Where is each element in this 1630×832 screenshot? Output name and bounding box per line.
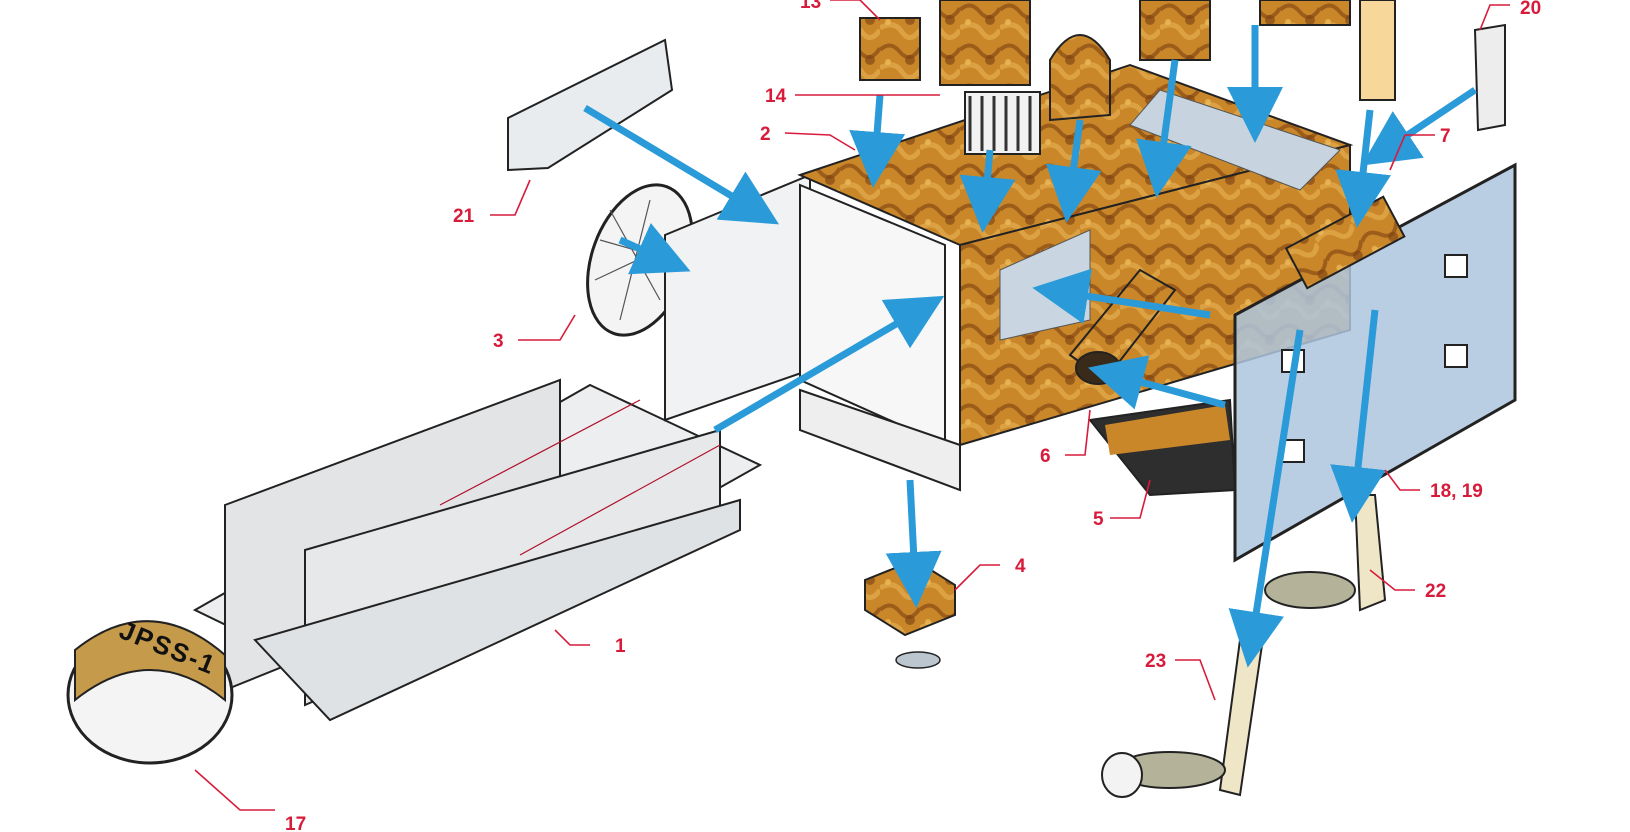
part-23-boom bbox=[1101, 638, 1264, 798]
callout-17: 17 bbox=[285, 814, 306, 832]
callout-3: 3 bbox=[493, 331, 504, 352]
callout-13: 13 bbox=[800, 0, 821, 13]
part-22-boom bbox=[1264, 494, 1387, 612]
callout-labels: 1 2 3 4 5 6 7 13 14 17 18, 19 20 21 22 2… bbox=[285, 0, 1541, 832]
top-instruments bbox=[859, 0, 1396, 155]
callout-23: 23 bbox=[1145, 651, 1166, 672]
callout-21: 21 bbox=[453, 206, 475, 227]
callout-7: 7 bbox=[1440, 126, 1451, 147]
callout-20: 20 bbox=[1520, 0, 1541, 19]
part-1-fin-assembly bbox=[192, 378, 763, 722]
part-17-ring: JPSS-1 bbox=[66, 615, 234, 765]
callout-1: 1 bbox=[615, 636, 626, 657]
callout-4: 4 bbox=[1015, 556, 1026, 577]
callout-leaders bbox=[194, 0, 1510, 811]
callout-22: 22 bbox=[1425, 581, 1446, 602]
callout-14: 14 bbox=[765, 86, 787, 107]
part-21-sunshade bbox=[507, 38, 674, 172]
part-20-antenna bbox=[1473, 23, 1506, 132]
callout-18-19: 18, 19 bbox=[1430, 481, 1483, 502]
callout-2: 2 bbox=[760, 124, 771, 145]
part-4-box bbox=[864, 558, 956, 669]
assembly-arrows bbox=[583, 25, 1477, 668]
callout-6: 6 bbox=[1040, 446, 1051, 467]
callout-5: 5 bbox=[1093, 509, 1104, 530]
part-5-module bbox=[1088, 398, 1237, 497]
